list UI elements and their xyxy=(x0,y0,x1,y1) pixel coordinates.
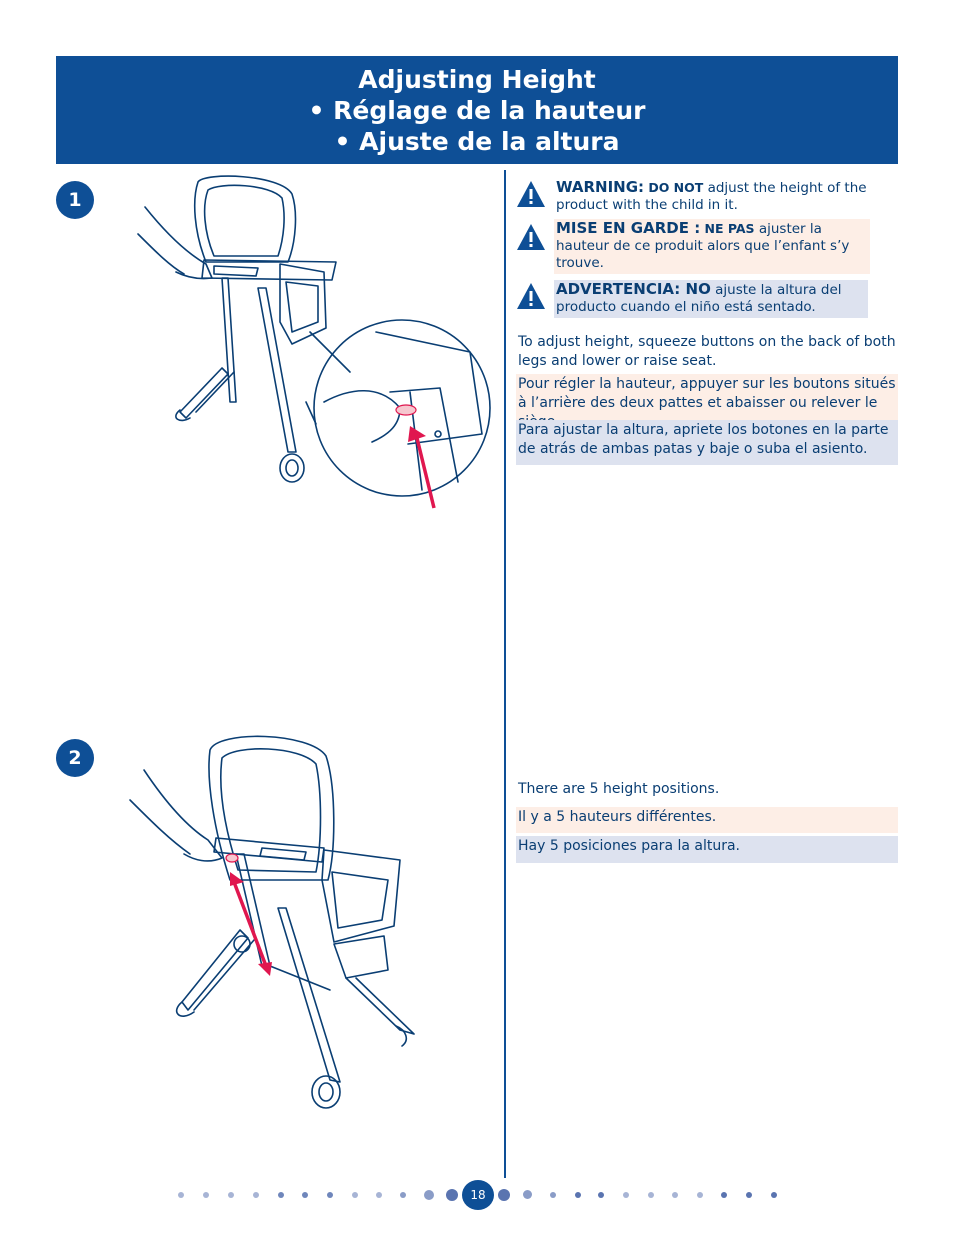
instruction-2-spanish: Hay 5 posiciones para la altura. xyxy=(516,836,898,863)
instruction-1-english: To adjust height, squeeze buttons on the… xyxy=(518,334,896,369)
warning-text-en: adjust the height of the product with th… xyxy=(556,180,867,213)
warning-text-fr: ajuster la hauteur de ce produit alors q… xyxy=(556,221,850,271)
step-2-badge: 2 xyxy=(56,739,94,777)
warning-emph-en: DO NOT xyxy=(648,180,704,195)
warning-label-es: ADVERTENCIA: NO xyxy=(556,280,711,298)
warning-text-es: ajuste la altura del producto cuando el … xyxy=(556,282,842,315)
step-1-badge: 1 xyxy=(56,181,94,219)
warning-emph-fr: NE PAS xyxy=(704,221,755,236)
instruction-1-spanish: Para ajustar la altura, apriete los boto… xyxy=(516,420,898,465)
title-french: • Réglage de la hauteur xyxy=(308,95,646,125)
illustration-height-positions xyxy=(129,735,415,1109)
warning-triangle-icon xyxy=(517,181,545,207)
column-divider xyxy=(504,170,506,1178)
page-number-badge: 18 xyxy=(462,1180,494,1210)
warning-label-en: WARNING: xyxy=(556,178,645,196)
instruction-2-french: Il y a 5 hauteurs différentes. xyxy=(516,807,898,833)
warning-triangle-icon xyxy=(517,283,545,309)
instruction-2-english: There are 5 height positions. xyxy=(518,781,720,797)
footer-dot-row xyxy=(170,1184,790,1208)
warning-triangle-icon xyxy=(517,224,545,250)
illustration-squeeze-buttons xyxy=(137,175,491,509)
warning-label-fr: MISE EN GARDE : xyxy=(556,219,701,237)
title-spanish: • Ajuste de la altura xyxy=(334,126,620,156)
page-title-banner: Adjusting Height • Réglage de la hauteur… xyxy=(56,56,898,164)
title-english: Adjusting Height xyxy=(358,64,596,94)
